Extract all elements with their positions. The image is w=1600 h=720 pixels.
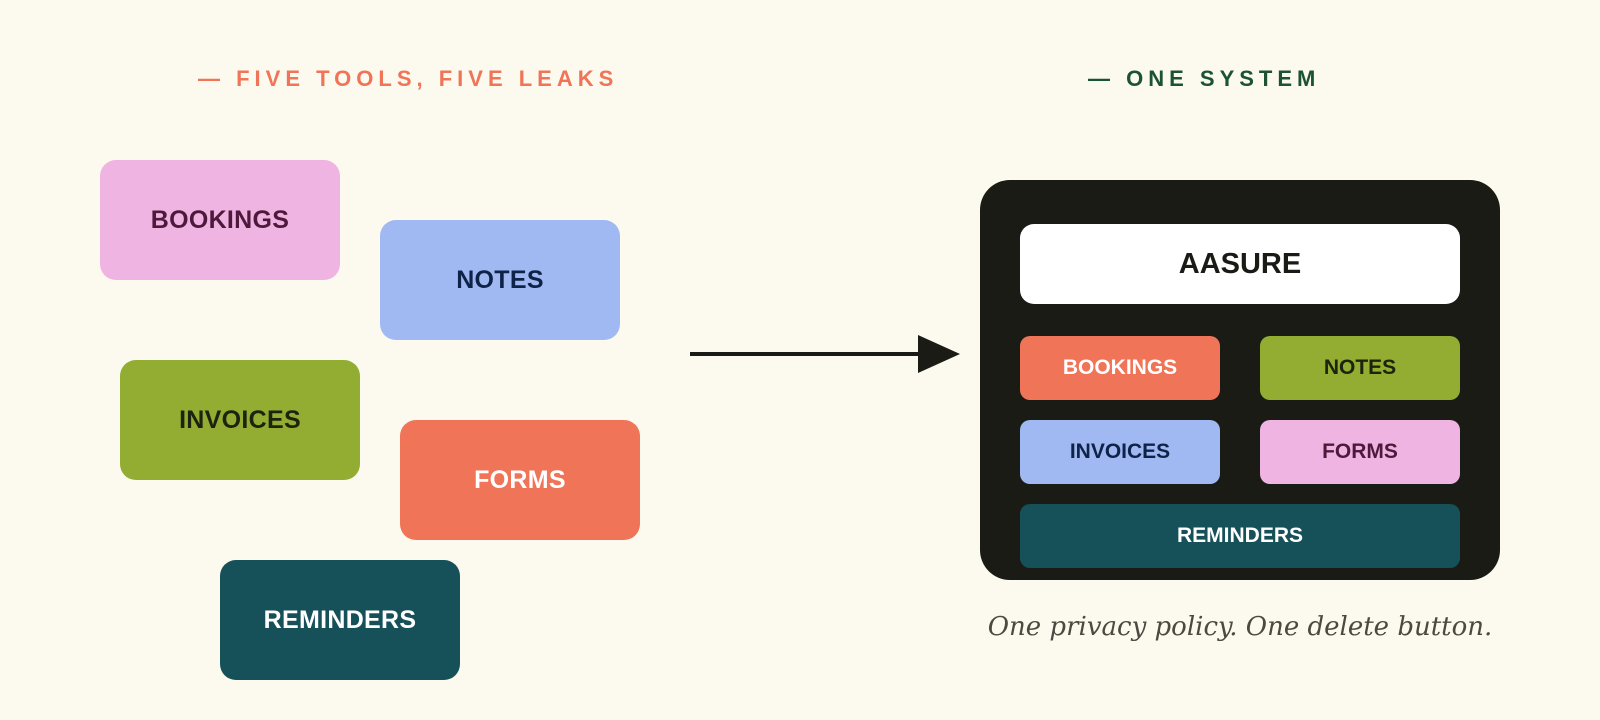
module-reminders: REMINDERS [1020,504,1460,568]
module-notes: NOTES [1260,336,1460,400]
tool-tile-bookings: BOOKINGS [100,160,340,280]
system-name: AASURE [1020,224,1460,304]
tool-tile-invoices: INVOICES [120,360,360,480]
module-bookings: BOOKINGS [1020,336,1220,400]
module-forms: FORMS [1260,420,1460,484]
heading-five-tools: — FIVE TOOLS, FIVE LEAKS [198,66,619,91]
tool-tile-reminders: REMINDERS [220,560,460,680]
module-invoices: INVOICES [1020,420,1220,484]
system-panel: AASURE BOOKINGS NOTES INVOICES FORMS REM… [980,180,1500,580]
tool-tile-notes: NOTES [380,220,620,340]
tool-tile-forms: FORMS [400,420,640,540]
caption: One privacy policy. One delete button. [987,612,1493,642]
arrow-right-icon [690,335,960,373]
heading-one-system: — ONE SYSTEM [1088,66,1321,91]
